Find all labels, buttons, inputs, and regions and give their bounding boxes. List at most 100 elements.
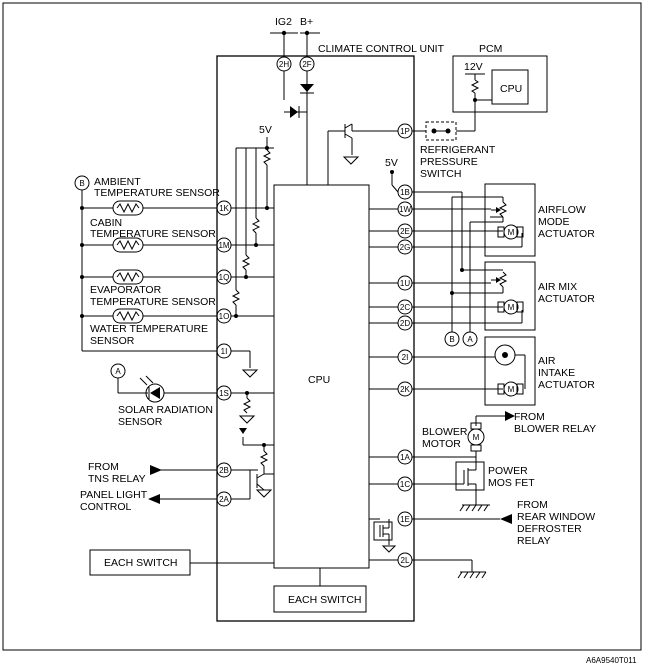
- svg-text:1M: 1M: [218, 241, 229, 250]
- ambient-sensor-label: AMBIENT: [94, 176, 141, 188]
- pin-1k: 1K: [216, 200, 232, 216]
- airflow-actuator-box: [484, 183, 536, 257]
- svg-text:A: A: [115, 367, 121, 376]
- tns-relay-label: FROM: [88, 461, 119, 473]
- cabin-sensor-label: CABIN: [90, 217, 122, 229]
- svg-text:2K: 2K: [400, 385, 410, 394]
- pin-1m: 1M: [216, 237, 232, 253]
- pin-1w: 1W: [397, 201, 413, 217]
- pin-2f: 2F: [299, 56, 315, 72]
- cabin-sensor-label: TEMPERATURE SENSOR: [90, 228, 216, 240]
- connector-a-left: A: [110, 363, 126, 379]
- svg-text:2H: 2H: [279, 60, 289, 69]
- pcm-cpu-label: CPU: [500, 83, 522, 95]
- svg-text:2G: 2G: [400, 243, 411, 252]
- pin-1o: 1O: [216, 308, 232, 324]
- five-volt-label-right: 5V: [385, 157, 398, 169]
- pin-1p: 1P: [397, 123, 413, 139]
- water-sensor-label: SENSOR: [90, 335, 135, 347]
- cpu-box: [273, 184, 370, 569]
- evaporator-thermistor: [112, 269, 144, 285]
- power-mos-fet-label: MOS FET: [488, 477, 535, 489]
- water-sensor-label: WATER TEMPERATURE: [90, 323, 208, 335]
- pin-2a: 2A: [216, 491, 232, 507]
- power-mos-fet-label: POWER: [488, 465, 528, 477]
- power-mos-fet: [412, 461, 490, 512]
- pin-2c: 2C: [397, 299, 413, 315]
- svg-text:1C: 1C: [400, 480, 410, 489]
- sensor-wiring-left: [80, 190, 217, 352]
- svg-text:M: M: [508, 303, 515, 312]
- air-mix-actuator-label: ACTUATOR: [538, 293, 595, 305]
- blower-motor: M: [412, 411, 515, 466]
- svg-text:2F: 2F: [302, 60, 311, 69]
- tns-relay-label: TNS RELAY: [88, 473, 146, 485]
- refrigerant-switch-label: PRESSURE: [420, 156, 478, 168]
- svg-text:2L: 2L: [401, 556, 410, 565]
- svg-text:1P: 1P: [400, 127, 410, 136]
- outer-frame: [2, 2, 642, 651]
- pin-2l: 2L: [397, 552, 413, 568]
- svg-text:2B: 2B: [219, 466, 229, 475]
- cabin-thermistor: [112, 237, 144, 253]
- svg-text:M: M: [508, 385, 515, 394]
- evaporator-sensor-label: TEMPERATURE SENSOR: [90, 296, 216, 308]
- svg-text:1K: 1K: [219, 204, 229, 213]
- ground-2l: [412, 559, 487, 579]
- panel-light-label: CONTROL: [80, 501, 131, 513]
- svg-text:1B: 1B: [400, 188, 410, 197]
- five-volt-label-left: 5V: [259, 124, 272, 136]
- svg-text:1O: 1O: [219, 312, 230, 321]
- svg-text:2A: 2A: [219, 495, 229, 504]
- pin-2d: 2D: [397, 315, 413, 331]
- pin-1i: 1I: [216, 343, 232, 359]
- air-intake-actuator-label: ACTUATOR: [538, 379, 595, 391]
- svg-text:1Q: 1Q: [219, 273, 230, 282]
- connector-b-right: B: [444, 323, 460, 347]
- panel-light-label: PANEL LIGHT: [80, 489, 148, 501]
- pin-2b: 2B: [216, 462, 232, 478]
- rear-defroster-label: RELAY: [517, 535, 551, 547]
- airflow-actuator-wiring: M: [412, 191, 524, 323]
- from-blower-relay-label: BLOWER RELAY: [514, 423, 596, 435]
- panel-light-arrow: [148, 494, 217, 504]
- climate-control-unit: [216, 55, 415, 622]
- tns-relay-arrow: [150, 465, 217, 475]
- svg-text:1E: 1E: [400, 515, 410, 524]
- pin-2g: 2G: [397, 239, 413, 255]
- cpu-label: CPU: [308, 374, 330, 386]
- b-plus-label: B+: [300, 16, 313, 28]
- water-thermistor: [112, 308, 144, 324]
- svg-text:2E: 2E: [400, 227, 410, 236]
- cpu-right-wiring: [369, 208, 398, 561]
- pin-2k: 2K: [397, 381, 413, 397]
- svg-text:1A: 1A: [400, 453, 410, 462]
- pin-1b: 1B: [397, 184, 413, 200]
- rear-defroster-input: [373, 514, 512, 553]
- pcm-cpu-box: [491, 69, 529, 105]
- airflow-actuator-label: MODE: [538, 216, 570, 228]
- pcm-box: [452, 55, 548, 113]
- air-intake-actuator-box: [484, 336, 536, 406]
- rear-defroster-label: FROM: [517, 499, 548, 511]
- air-intake-actuator-label: INTAKE: [538, 367, 575, 379]
- from-blower-relay-label: FROM: [514, 411, 545, 423]
- refrigerant-pressure-switch: [412, 121, 475, 141]
- solar-radiation-photodiode: [117, 375, 217, 403]
- svg-text:B: B: [79, 179, 84, 188]
- svg-text:1W: 1W: [399, 205, 411, 214]
- five-volt-1b-feed: [390, 170, 399, 193]
- solar-sensor-label: SENSOR: [118, 416, 163, 428]
- svg-text:1I: 1I: [221, 347, 228, 356]
- blower-motor-label: BLOWER: [422, 426, 468, 438]
- svg-text:A: A: [467, 335, 473, 344]
- air-mix-actuator-box: [484, 261, 536, 331]
- ig2-label: IG2: [275, 16, 292, 28]
- air-mix-actuator-label: AIR MIX: [538, 281, 577, 293]
- pin-1s: 1S: [216, 385, 232, 401]
- svg-text:B: B: [449, 335, 454, 344]
- svg-text:2C: 2C: [400, 303, 410, 312]
- connector-b-left: B: [74, 175, 90, 191]
- svg-text:2I: 2I: [402, 353, 409, 362]
